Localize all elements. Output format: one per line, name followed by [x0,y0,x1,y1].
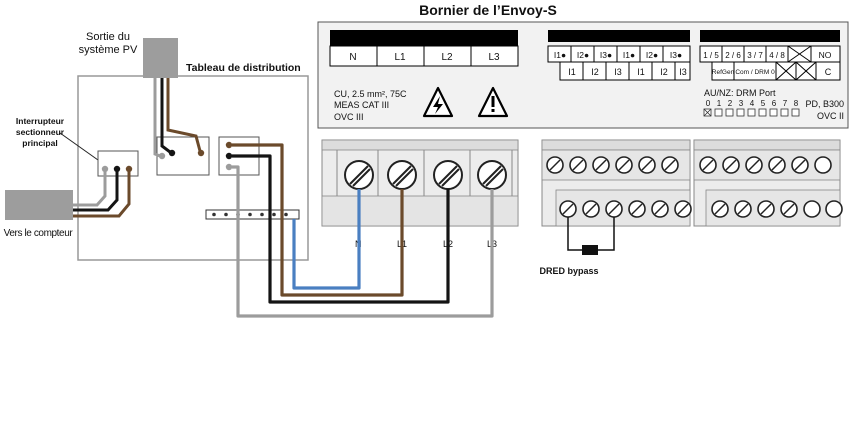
drm-top-label: 1 / 5 [703,51,719,60]
drm-port-pins [703,108,800,117]
power-terminal-slots [349,165,504,187]
drm-port-number: 2 [728,99,733,108]
drm-top-label: 2 / 6 [725,51,741,60]
dred-bypass-label: DRED bypass [539,266,598,276]
drm-port-number: 1 [717,99,722,108]
drm-port-number: 5 [761,99,766,108]
ct-top-label: I3● [670,50,682,60]
meter-feed-wires [73,172,131,218]
ct-bottom-label: I1 [568,67,576,77]
ct-bottom-label: I1 [637,67,645,77]
drm-bottom-label: C [825,67,832,77]
drm-top-label: 4 / 8 [769,51,785,60]
ct-bottom-label: I2 [591,67,599,77]
to-meter-label: Vers le compteur [4,228,74,239]
pv-breaker [156,136,210,176]
terminal-label-n: N [349,52,356,63]
drm-port-number: 4 [750,99,755,108]
power-rating-line-2: MEAS CAT III [334,100,389,110]
power-rating-line-1: CU, 2.5 mm², 75C [334,89,407,99]
drm-screw-slots [702,159,806,215]
ct-top-label: I3● [600,50,612,60]
pv-output-conduit [143,38,178,78]
diagram-title: Bornier de l’Envoy-S [419,2,557,18]
drm-top-label: 3 / 7 [747,51,763,60]
wire-l1 [232,143,404,297]
wire-l3 [232,165,494,318]
main-switch-leader-line [59,132,99,161]
main-switch [97,150,139,177]
drm-port-number: 7 [783,99,788,108]
wire-l2 [232,154,450,304]
ct-screw-slots [549,159,689,215]
drm-port-title: AU/NZ: DRM Port [704,88,776,98]
terminal-label-l1: L1 [394,52,406,63]
drm-port-number: 6 [772,99,777,108]
wire-neutral [292,189,361,290]
ct-bottom-label: I2 [660,67,668,77]
ct-bottom-label: I3 [614,67,622,77]
pv-output-label-1: Sortie du [86,31,130,43]
meter-conduit [5,190,73,220]
drm-rating-line-1: PD, B300 [805,99,844,109]
ct-terminal-labels: I1● I2● I3● I1● I2● I3● I1 I2 I3 I1 I2 I… [547,30,691,81]
dred-bypass-resistor [582,245,598,255]
drm-bottom-label: Com / DRM 0 [735,69,775,76]
drm-bottom-label: RefGen [712,69,735,76]
terminal-label-l2: L2 [441,52,453,63]
power-terminal-labels: N L1 L2 L3 [329,30,519,67]
distribution-panel-label: Tableau de distribution [186,62,301,74]
drm-port-numbers: 0 1 2 3 4 5 6 7 8 [706,99,799,108]
main-switch-label-3: principal [22,138,57,148]
drm-port-number: 3 [739,99,744,108]
pv-output-label-2: système PV [79,44,138,56]
pv-output-wires [153,78,202,158]
drm-top-label: NO [819,50,832,60]
drm-port-number: 8 [794,99,799,108]
envoy-feed-wires [232,143,494,318]
main-switch-label-2: sectionneur [16,127,65,137]
ct-top-label: I1● [623,50,635,60]
drm-terminal-labels: 1 / 5 2 / 6 3 / 7 4 / 8 NO RefGen Com / … [699,30,841,81]
electric-shock-warning-icon [422,86,454,118]
ct-bottom-label: I3 [679,67,687,77]
main-switch-label-1: Interrupteur [16,116,65,126]
ct-top-label: I2● [577,50,589,60]
ct-top-label: I2● [646,50,658,60]
power-rating-line-3: OVC III [334,112,364,122]
neutral-bar [205,209,300,220]
caution-warning-icon [477,86,509,118]
drm-port-number: 0 [706,99,711,108]
drm-rating-line-2: OVC II [817,111,844,121]
terminal-label-l3: L3 [488,52,500,63]
ct-top-label: I1● [554,50,566,60]
